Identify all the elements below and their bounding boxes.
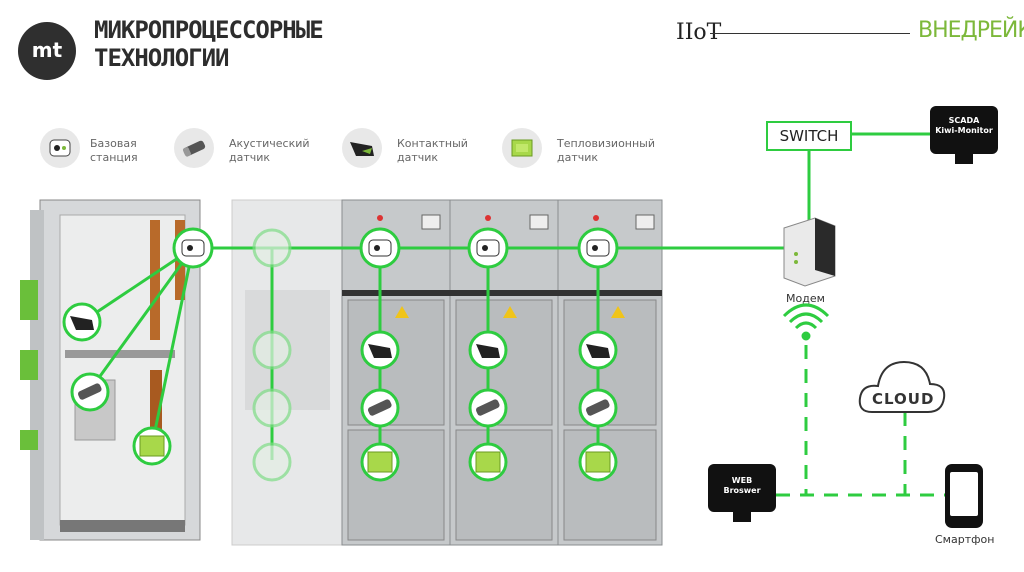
legend-label-line1: Акустический (229, 137, 310, 150)
wifi-icon (782, 303, 830, 341)
legend-label-line2: станция (90, 151, 138, 164)
legend-label-line1: Тепловизионный (557, 137, 656, 150)
legend-label-line2: датчик (229, 151, 271, 164)
cloud-icon (858, 360, 946, 413)
company-logo (18, 22, 76, 80)
header-divider (710, 33, 910, 34)
web-browser-monitor-icon: WEB Broswer (708, 464, 776, 512)
sensor-nodes (62, 227, 619, 482)
wireless-links (776, 345, 945, 497)
smartphone-label: Смартфон (935, 533, 995, 546)
smartphone-icon (945, 464, 983, 528)
web-label-line2: Broswer (723, 486, 761, 495)
acoustic-sensor-icon (174, 128, 214, 168)
partner-logo: ВНЕДРЕЙКЕ (918, 18, 1024, 43)
company-name: МИКРОПРОЦЕССОРНЫЕ ТЕХНОЛОГИИ (94, 16, 324, 72)
legend-item-contact-sensor: Контактный датчик (397, 137, 468, 165)
modem-label: Модем (786, 292, 825, 305)
legend-label-line2: датчик (397, 151, 439, 164)
switch-box: SWITCH (766, 121, 852, 151)
legend-label-line1: Контактный (397, 137, 468, 150)
web-monitor-stand (733, 512, 751, 522)
legend-label-line1: Базовая (90, 137, 137, 150)
web-label-line1: WEB (731, 476, 753, 485)
thermal-sensor-icon (502, 128, 542, 168)
scada-label-line1: SCADA (948, 116, 980, 125)
scada-label-line2: Kiwi-Monitor (935, 126, 993, 135)
iiot-label: IIoT (676, 20, 722, 45)
modem-icon (783, 217, 836, 287)
legend-label-line2: датчик (557, 151, 599, 164)
legend-item-thermal-sensor: Тепловизионный датчик (557, 137, 655, 165)
logo-text: mt (31, 38, 63, 62)
legend-item-base-station: Базовая станция (90, 137, 138, 165)
cloud-label: CLOUD (872, 390, 935, 408)
legend-item-acoustic-sensor: Акустический датчик (229, 137, 310, 165)
scada-monitor-stand (955, 154, 973, 164)
company-name-line1: МИКРОПРОЦЕССОРНЫЕ (94, 16, 324, 44)
base-station-icon (40, 128, 80, 168)
scada-monitor-icon: SCADA Kiwi-Monitor (930, 106, 998, 154)
company-name-line2: ТЕХНОЛОГИИ (94, 44, 229, 72)
contact-sensor-icon (342, 128, 382, 168)
